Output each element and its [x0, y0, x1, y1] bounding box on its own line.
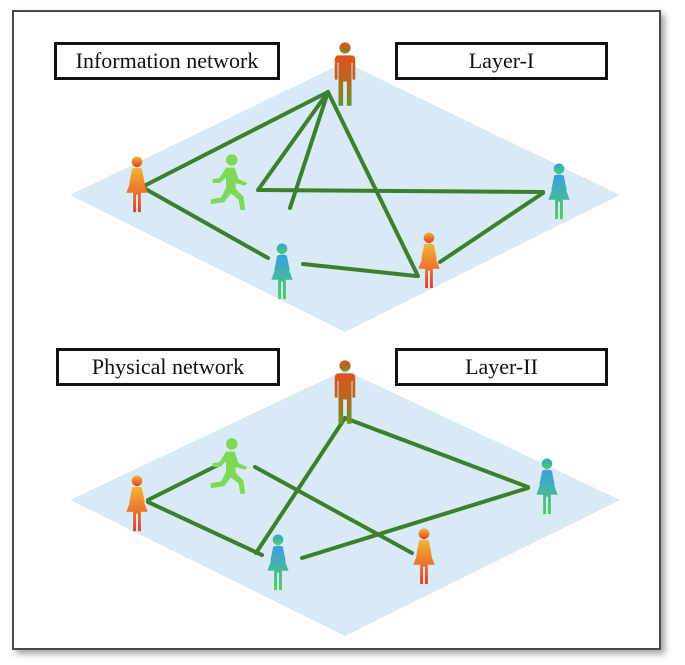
- edge: [146, 463, 220, 502]
- layer-1-plane: [70, 62, 620, 332]
- edge: [300, 486, 530, 560]
- layer-1-edges: [140, 90, 545, 278]
- edge: [146, 500, 264, 557]
- edge: [140, 90, 330, 189]
- edge: [256, 90, 330, 192]
- edge: [256, 188, 545, 194]
- information-network-label: Information network: [54, 42, 280, 80]
- layer-2-edges: [146, 416, 530, 560]
- edge: [301, 262, 418, 278]
- layer-1-label: Layer-I: [395, 42, 608, 80]
- edge: [254, 416, 347, 555]
- edge: [253, 465, 414, 555]
- edge: [326, 90, 420, 278]
- edge: [343, 416, 530, 489]
- physical-network-label: Physical network: [56, 348, 280, 386]
- edge: [140, 185, 270, 260]
- edge: [438, 191, 545, 264]
- layer-2-label: Layer-II: [395, 348, 608, 386]
- layer-2-plane: [70, 370, 620, 636]
